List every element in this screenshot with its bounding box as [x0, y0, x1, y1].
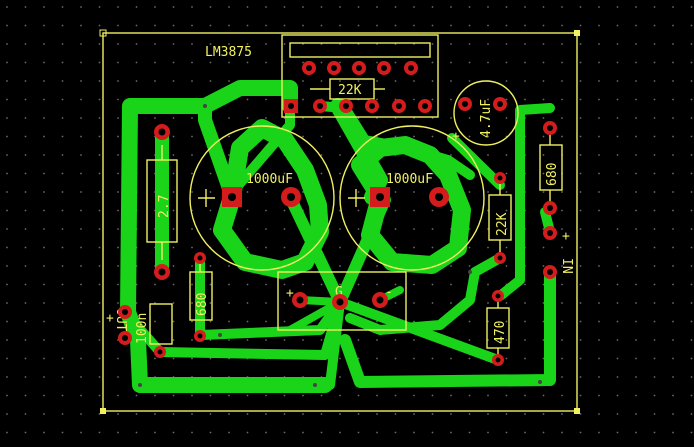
pad	[313, 99, 327, 113]
ic-label: LM3875	[205, 45, 252, 60]
resistor-680-right: 680	[539, 128, 563, 205]
input-label: IN	[559, 258, 574, 274]
pad	[492, 290, 504, 302]
resistor-680-right-label: 680	[545, 163, 560, 186]
resistor-2-7-label: 2.7	[157, 195, 172, 218]
pad	[365, 99, 379, 113]
via	[218, 333, 222, 337]
pad	[222, 187, 242, 207]
pad	[543, 265, 557, 279]
resistor-22k-right: 22K	[488, 182, 512, 258]
pad	[370, 187, 390, 207]
power-connector: + G -	[277, 271, 407, 331]
pad	[154, 264, 170, 280]
capacitor-1000uf-right: 1000uF	[339, 125, 485, 271]
power-minus-label: -	[385, 285, 393, 300]
pad	[372, 292, 388, 308]
pad	[418, 99, 432, 113]
ic-lm3875: LM3875	[205, 34, 439, 118]
resistor-680-left: 680	[189, 258, 213, 321]
capacitor-4-7uf-plus: +	[452, 129, 460, 144]
resistor-22k-top-label: 22K	[338, 83, 362, 98]
pad	[194, 330, 206, 342]
via	[138, 383, 142, 387]
pad	[332, 294, 348, 310]
pad	[392, 99, 406, 113]
capacitor-1000uf-left: 1000uF	[189, 125, 335, 271]
pad	[494, 172, 506, 184]
input-plus-label: +	[562, 229, 570, 244]
board-corner-marker	[574, 408, 580, 414]
pad	[352, 61, 366, 75]
resistor-470-label: 470	[493, 321, 508, 344]
pad	[543, 226, 557, 240]
capacitor-1000uf-left-label: 1000uF	[246, 172, 293, 187]
resistor-470: 470	[486, 298, 510, 358]
power-plus-label: +	[286, 286, 294, 301]
pad	[493, 97, 507, 111]
pad	[284, 99, 298, 113]
pad	[492, 354, 504, 366]
capacitor-1000uf-right-label: 1000uF	[386, 172, 433, 187]
pad	[194, 252, 206, 264]
pad	[543, 201, 557, 215]
pad	[404, 61, 418, 75]
via	[313, 383, 317, 387]
pad	[458, 97, 472, 111]
resistor-22k-right-label: 22K	[495, 212, 510, 236]
pad	[118, 331, 132, 345]
board-corner-marker	[574, 30, 580, 36]
capacitor-100n-label: 100n	[135, 313, 150, 344]
board-outline	[102, 32, 578, 412]
resistor-22k-top: 22K	[310, 78, 385, 100]
via	[538, 380, 542, 384]
capacitor-4-7uf: 4.7uF +	[452, 80, 519, 146]
pad	[327, 61, 341, 75]
pad	[292, 292, 308, 308]
pad	[302, 61, 316, 75]
resistor-680-left-label: 680	[195, 293, 210, 316]
board-corner-marker	[100, 408, 106, 414]
pad	[429, 187, 449, 207]
via	[468, 270, 472, 274]
capacitor-4-7uf-label: 4.7uF	[479, 99, 494, 138]
pad	[118, 305, 132, 319]
pad	[154, 124, 170, 140]
pad	[543, 121, 557, 135]
power-ground-label: G	[335, 285, 343, 300]
capacitor-100n: 100n	[135, 303, 173, 345]
pad	[377, 61, 391, 75]
pad	[339, 99, 353, 113]
resistor-2-7: 2.7	[146, 145, 178, 260]
pad	[494, 252, 506, 264]
pad	[154, 346, 166, 358]
pads	[118, 61, 557, 366]
output-plus-label: +	[106, 311, 114, 326]
board-corner-marker	[99, 29, 107, 37]
pad	[281, 187, 301, 207]
vias	[138, 104, 542, 387]
via	[203, 104, 207, 108]
